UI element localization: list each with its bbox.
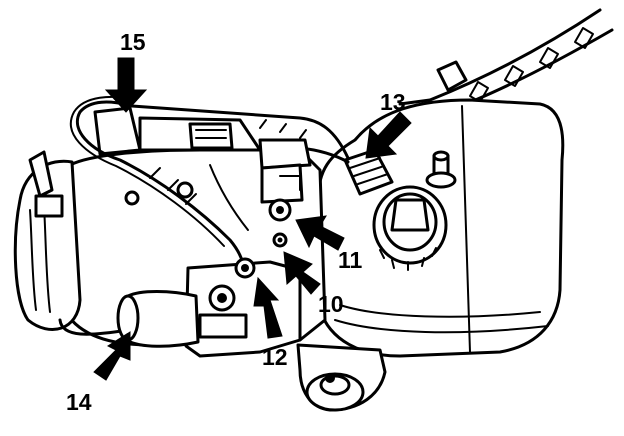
callout-label-10: 10 [318, 291, 344, 317]
arrow-10 [283, 251, 321, 295]
arrow-13 [365, 111, 412, 159]
callout-label-15: 15 [120, 29, 146, 55]
relay-housing [93, 106, 312, 204]
hydraulic-pipe [58, 95, 350, 336]
wire-harness [398, 8, 614, 114]
callout-label-14: 14 [66, 389, 92, 415]
callout-label-12: 12 [262, 344, 288, 370]
filler-cap [372, 185, 448, 271]
mount-bolts [268, 198, 292, 248]
arrow-14 [93, 331, 131, 381]
sender-connector [298, 146, 394, 196]
arrow-15 [104, 57, 148, 113]
fluid-reservoir [298, 98, 565, 358]
terminal-post [425, 150, 457, 189]
callout-label-13: 13 [380, 89, 406, 115]
arrow-12 [253, 276, 283, 339]
mount-bracket [296, 343, 387, 412]
callout-label-11: 11 [338, 247, 363, 273]
arrow-11 [295, 215, 345, 251]
